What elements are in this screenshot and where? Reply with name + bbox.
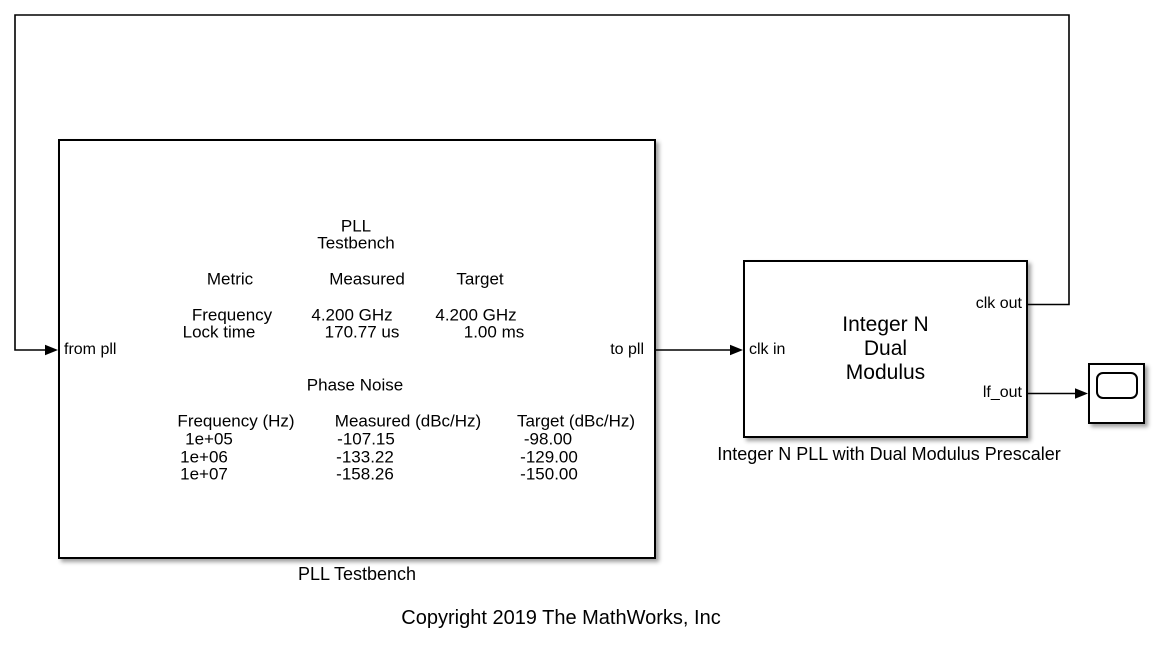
integer-n-title-line3: Modulus <box>845 361 926 384</box>
integer-n-dual-modulus-block[interactable]: Integer N Dual Modulus clk in clk out lf… <box>743 260 1028 438</box>
metrics-header-target: Target <box>456 269 504 289</box>
integer-n-title-line1: Integer N <box>842 313 929 336</box>
phase-noise-row1-frequency: 1e+05 <box>185 429 233 449</box>
metrics-row-frequency-target: 4.200 GHz <box>435 305 517 325</box>
wire-arrowhead-icon <box>45 344 58 356</box>
metrics-row-frequency-measured: 4.200 GHz <box>311 305 393 325</box>
integer-n-title-line2: Dual <box>863 337 908 360</box>
port-label-from-pll: from pll <box>64 341 117 358</box>
to-pll-wire[interactable] <box>656 344 743 356</box>
lf-out-wire[interactable] <box>1028 388 1088 399</box>
integer-n-block-title: Integer N Dual Modulus <box>745 313 1026 385</box>
wire-arrowhead-icon <box>1075 388 1088 399</box>
metrics-row-locktime-target: 1.00 ms <box>463 322 525 342</box>
scope-screen-icon <box>1096 372 1138 399</box>
phase-noise-row3-frequency: 1e+07 <box>180 464 228 484</box>
phase-noise-title: Phase Noise <box>306 375 404 395</box>
phase-noise-row2-target: -129.00 <box>520 447 578 467</box>
feedback-wire[interactable] <box>14 14 1070 356</box>
phase-noise-row2-frequency: 1e+06 <box>180 447 228 467</box>
metrics-row-frequency-name: Frequency <box>191 305 273 325</box>
phase-noise-header-frequency: Frequency (Hz) <box>177 411 295 431</box>
phase-noise-row3-measured: -158.26 <box>336 464 394 484</box>
metrics-header-measured: Measured <box>329 269 405 289</box>
metrics-header-metric: Metric <box>206 269 254 289</box>
phase-noise-row1-target: -98.00 <box>523 429 573 449</box>
phase-noise-header-measured: Measured (dBc/Hz) <box>334 411 482 431</box>
metrics-row-locktime-name: Lock time <box>182 322 256 342</box>
integer-n-block-caption: Integer N PLL with Dual Modulus Prescale… <box>717 444 1061 464</box>
phase-noise-row1-measured: -107.15 <box>337 429 395 449</box>
port-label-clk-in: clk in <box>749 341 786 358</box>
port-label-clk-out: clk out <box>975 295 1022 312</box>
phase-noise-header-target: Target (dBc/Hz) <box>516 411 636 431</box>
copyright-annotation: Copyright 2019 The MathWorks, Inc <box>401 607 721 629</box>
phase-noise-row2-measured: -133.22 <box>336 447 394 467</box>
pll-testbench-caption: PLL Testbench <box>297 564 417 584</box>
phase-noise-row3-target: -150.00 <box>520 464 578 484</box>
port-label-to-pll: to pll <box>610 341 644 358</box>
testbench-title-line1: PLL <box>340 216 372 236</box>
port-label-lf-out: lf_out <box>982 384 1022 401</box>
metrics-row-locktime-measured: 170.77 us <box>324 322 400 342</box>
pll-testbench-block[interactable]: from pll to pll PLL Testbench Metric Mea… <box>58 139 656 559</box>
testbench-title-line2: Testbench <box>317 233 395 253</box>
wire-arrowhead-icon <box>730 344 743 356</box>
scope-block[interactable] <box>1088 363 1145 424</box>
